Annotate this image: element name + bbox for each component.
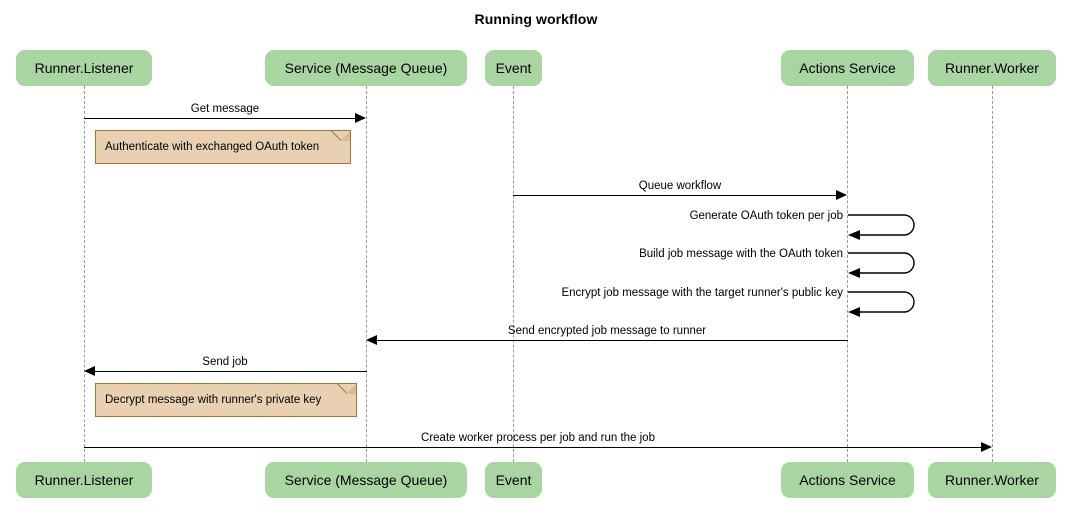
participant-label: Actions Service [799, 472, 896, 488]
participant-actions-service-bottom[interactable]: Actions Service [781, 462, 914, 498]
note-label: Decrypt message with runner's private ke… [105, 394, 322, 406]
note-authenticate-oauth: Authenticate with exchanged OAuth token [95, 120, 351, 164]
participant-label: Actions Service [799, 60, 896, 76]
arrowhead-send-encrypted-job [366, 335, 377, 345]
participant-event-top[interactable]: Event [485, 50, 542, 86]
message-label-send-job: Send job [202, 356, 248, 368]
message-label-generate-oauth-token: Generate OAuth token per job [689, 210, 843, 222]
participant-label: Runner.Worker [945, 472, 1039, 488]
note-fold-icon [340, 131, 350, 141]
message-label-encrypt-job-message: Encrypt job message with the target runn… [561, 287, 843, 299]
participant-service-message-queue-bottom[interactable]: Service (Message Queue) [265, 462, 467, 498]
arrowhead-queue-workflow [836, 190, 847, 200]
message-label-create-worker-process: Create worker process per job and run th… [421, 432, 655, 444]
message-arrow-send-job [95, 371, 367, 372]
message-selfloop-build-job-message [846, 247, 926, 281]
lifeline-runner-worker [992, 86, 993, 462]
participant-runner-listener-bottom[interactable]: Runner.Listener [16, 462, 152, 498]
participant-label: Runner.Listener [34, 60, 134, 76]
note-decrypt-private-key: Decrypt message with runner's private ke… [95, 373, 357, 417]
lifeline-service-message-queue [366, 86, 367, 462]
message-arrow-get-message [84, 118, 355, 119]
page-title: Running workflow [474, 11, 598, 27]
lifeline-actions-service [847, 86, 848, 462]
participant-runner-worker-top[interactable]: Runner.Worker [928, 50, 1056, 86]
participant-service-message-queue-top[interactable]: Service (Message Queue) [265, 50, 467, 86]
participant-event-bottom[interactable]: Event [485, 462, 542, 498]
message-label-send-encrypted-job: Send encrypted job message to runner [507, 325, 707, 337]
participant-runner-worker-bottom[interactable]: Runner.Worker [928, 462, 1056, 498]
lifeline-event [513, 86, 514, 462]
message-label-get-message: Get message [190, 103, 260, 115]
message-selfloop-encrypt-job-message [846, 286, 926, 320]
participant-label: Runner.Worker [945, 60, 1039, 76]
message-arrow-queue-workflow [513, 195, 837, 196]
message-arrow-send-encrypted-job [377, 340, 848, 341]
message-arrow-create-worker-process [84, 447, 981, 448]
participant-label: Service (Message Queue) [284, 472, 448, 488]
note-fold-icon [346, 384, 356, 394]
arrowhead-get-message [355, 113, 366, 123]
participant-actions-service-top[interactable]: Actions Service [781, 50, 914, 86]
lifeline-runner-listener [84, 86, 85, 462]
message-label-queue-workflow: Queue workflow [638, 180, 722, 192]
participant-label: Event [495, 472, 532, 488]
arrowhead-send-job [84, 366, 95, 376]
participant-label: Service (Message Queue) [284, 60, 448, 76]
note-label: Authenticate with exchanged OAuth token [105, 141, 320, 153]
message-selfloop-generate-oauth-token [846, 209, 926, 243]
participant-label: Event [495, 60, 532, 76]
arrowhead-create-worker-process [981, 442, 992, 452]
message-label-build-job-message: Build job message with the OAuth token [639, 248, 843, 260]
participant-runner-listener-top[interactable]: Runner.Listener [16, 50, 152, 86]
participant-label: Runner.Listener [34, 472, 134, 488]
